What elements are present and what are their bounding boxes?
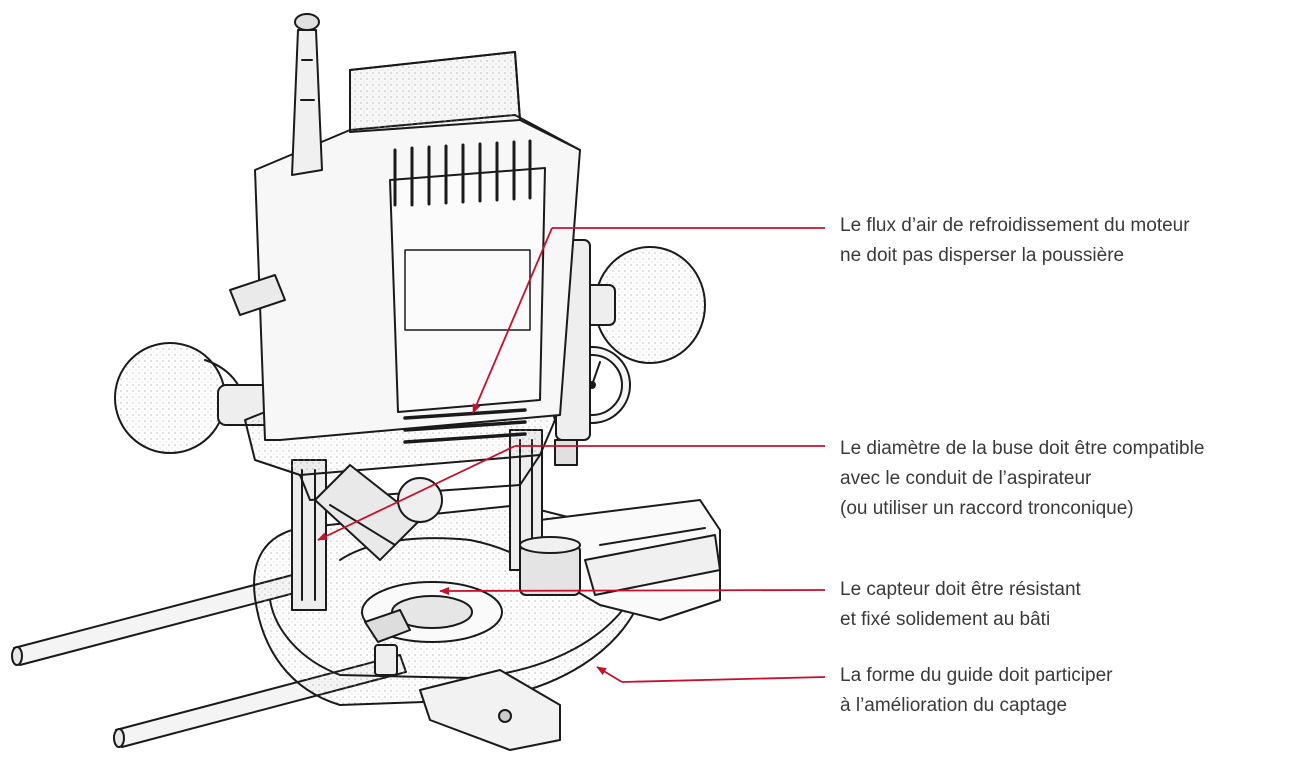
cable-sleeve [291,13,323,176]
annotation-line: avec le conduit de l’aspirateur [840,468,1092,489]
annotation-line: La forme du guide doit participer [840,665,1113,686]
leader-lines [317,227,826,683]
annotation-line: à l’amélioration du captage [840,695,1068,716]
annotation-nozzle-diameter: Le diamètre de la buse doit être compati… [840,434,1204,524]
annotation-line: (ou utiliser un raccord tronconique) [840,498,1134,519]
leader-guide [596,666,826,683]
annotation-guide-shape: La forme du guide doit participer à l’am… [840,661,1113,721]
dust-nozzle [314,464,443,561]
motor-housing [229,51,581,444]
leader-motor [472,227,825,414]
annotation-line: Le flux d’air de refroidissement du mote… [840,215,1190,236]
annotation-motor-airflow: Le flux d’air de refroidissement du mote… [840,211,1190,271]
top-vents [393,139,532,207]
annotation-line: ne doit pas disperser la poussière [840,245,1125,266]
annotation-collector: Le capteur doit être résistant et fixé s… [840,575,1081,635]
leader-collector [439,586,826,595]
annotation-line: Le capteur doit être résistant [840,579,1081,600]
right-knob [574,246,706,364]
annotation-line: et fixé solidement au bâti [840,609,1051,630]
motor-vents [403,408,527,444]
leader-nozzle [317,445,825,541]
router-illustration [11,13,721,751]
annotation-line: Le diamètre de la buse doit être compati… [840,438,1205,459]
